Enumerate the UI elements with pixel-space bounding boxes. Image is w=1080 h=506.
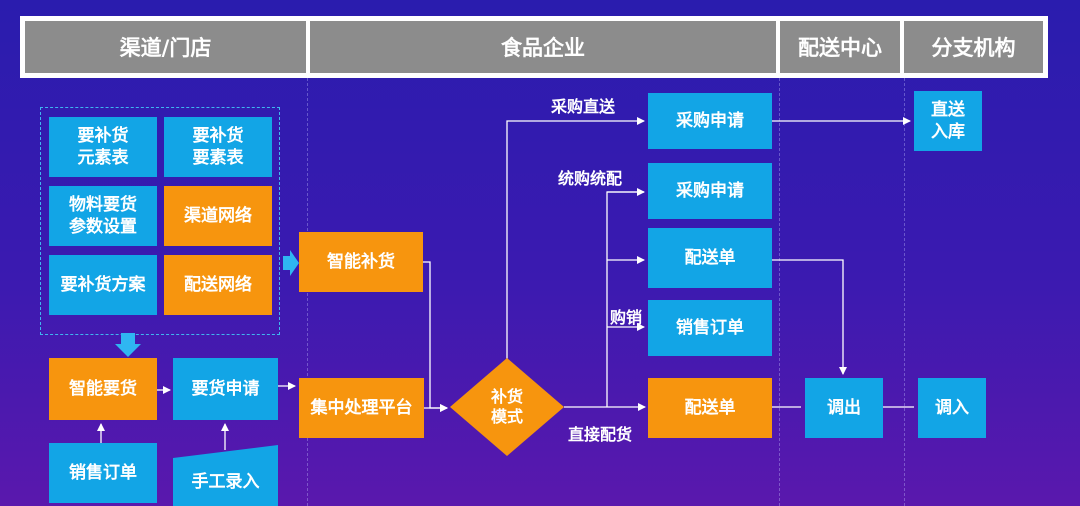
node-delivery-network: 配送网络 [164,255,272,315]
edge-mode-unified [606,191,644,407]
edge-smart-replenish-to-mode [423,261,448,412]
node-channel-network: 渠道网络 [164,186,272,246]
lane-food-enterprise: 食品企业 [310,21,776,73]
label-purchase-direct: 采购直送 [551,97,616,116]
lane-divider [904,78,905,506]
replenish-mode-diamond [450,358,564,456]
node-replenish-elements-table: 要补货 元素表 [49,117,157,177]
node-replenish-factors-table: 要补货 要素表 [164,117,272,177]
node-sales-order-left: 销售订单 [49,443,157,503]
node-replenish-plan: 要补货方案 [49,255,157,315]
lane-channel-store: 渠道/门店 [25,21,306,73]
lane-divider [307,78,308,506]
node-transfer-in: 调入 [918,378,986,438]
node-delivery-note-2: 配送单 [648,378,772,438]
arrow-group-to-smart-replenish [283,250,299,276]
node-smart-replenish: 智能补货 [299,232,423,292]
node-purchase-apply-2: 采购申请 [648,163,772,219]
node-replenish-mode: 补货 模式 [490,387,523,426]
node-requisition-apply: 要货申请 [173,358,278,420]
lane-divider [779,78,780,506]
node-transfer-out: 调出 [805,378,883,438]
node-purchase-apply-1: 采购申请 [648,93,772,149]
lane-branch: 分支机构 [904,21,1043,73]
node-manual-entry: 手工录入 [191,472,260,492]
lane-header: 渠道/门店 食品企业 配送中心 分支机构 [20,16,1048,78]
label-direct-delivery: 直接配货 [568,425,633,444]
arrow-group-to-smart-req [115,333,141,357]
node-material-params: 物料要货 参数设置 [49,186,157,246]
label-unified-purchase: 统购统配 [558,169,623,188]
node-smart-requisition: 智能要货 [49,358,157,420]
node-central-platform: 集中处理平台 [299,378,424,438]
edge-mode-purchase-direct [506,117,645,360]
config-group [40,107,280,335]
lane-distribution-center: 配送中心 [780,21,900,73]
node-direct-storage: 直送 入库 [914,91,982,151]
edge-delivery-to-transfer-out [772,259,847,375]
label-purchase-sale: 购销 [610,308,643,327]
node-delivery-note-1: 配送单 [648,228,772,288]
node-sales-order-right: 销售订单 [648,300,772,356]
